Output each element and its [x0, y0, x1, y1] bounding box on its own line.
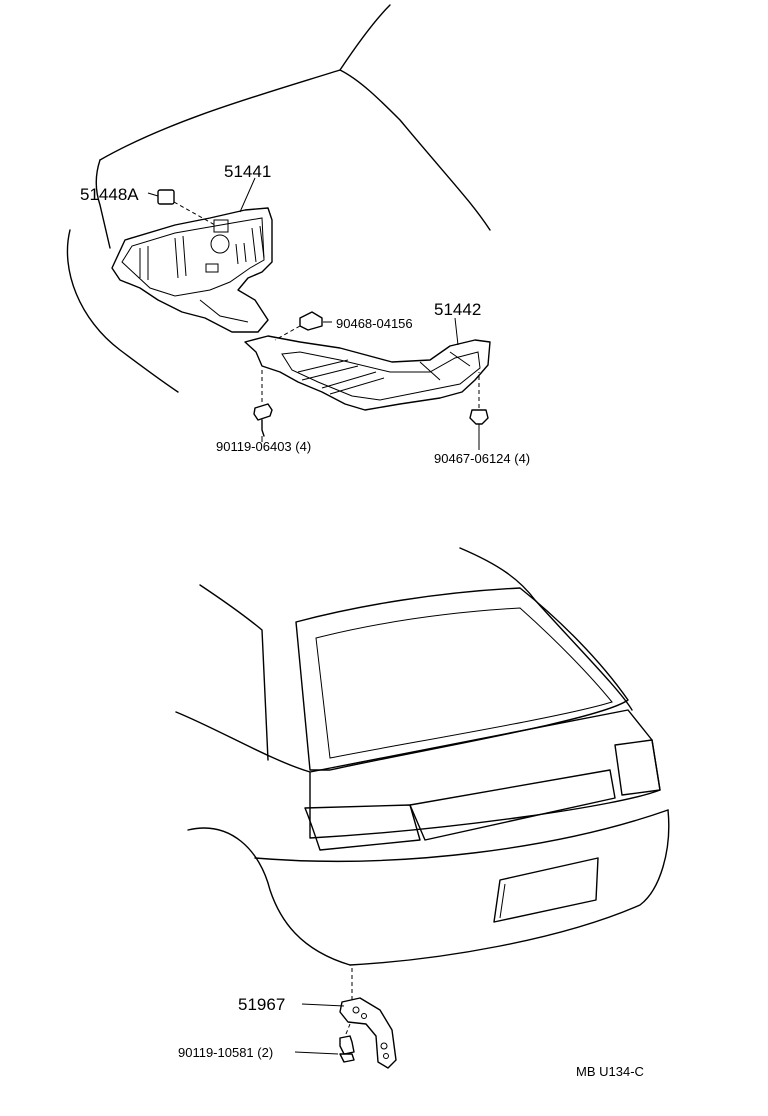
rear-car-body — [175, 547, 670, 966]
label-90468-04156: 90468-04156 — [336, 316, 413, 331]
label-51441: 51441 — [224, 162, 271, 181]
under-cover-51441[interactable] — [111, 207, 273, 333]
clip-90468-04156[interactable] — [274, 311, 332, 341]
bracket-51967[interactable] — [339, 968, 397, 1069]
label-90119-10581: 90119-10581 (2) — [178, 1045, 273, 1060]
leader-lines-lower — [294, 1003, 345, 1055]
under-cover-51442[interactable] — [244, 335, 491, 411]
label-90119-06403: 90119-06403 (4) — [216, 439, 311, 454]
label-51967: 51967 — [238, 995, 285, 1014]
bolt-90119-10581[interactable] — [339, 1023, 355, 1063]
label-51448A: 51448A — [80, 185, 139, 204]
label-51442: 51442 — [434, 300, 481, 319]
label-90467-06124: 90467-06124 (4) — [434, 451, 530, 466]
leader-lines-upper — [147, 177, 459, 346]
bolt-90467-06124[interactable] — [469, 372, 489, 450]
clip-51448A[interactable] — [157, 189, 216, 226]
diagram-code: MB U134-C — [576, 1064, 644, 1079]
front-car-body — [66, 4, 491, 393]
screw-90119-06403[interactable] — [253, 368, 273, 442]
